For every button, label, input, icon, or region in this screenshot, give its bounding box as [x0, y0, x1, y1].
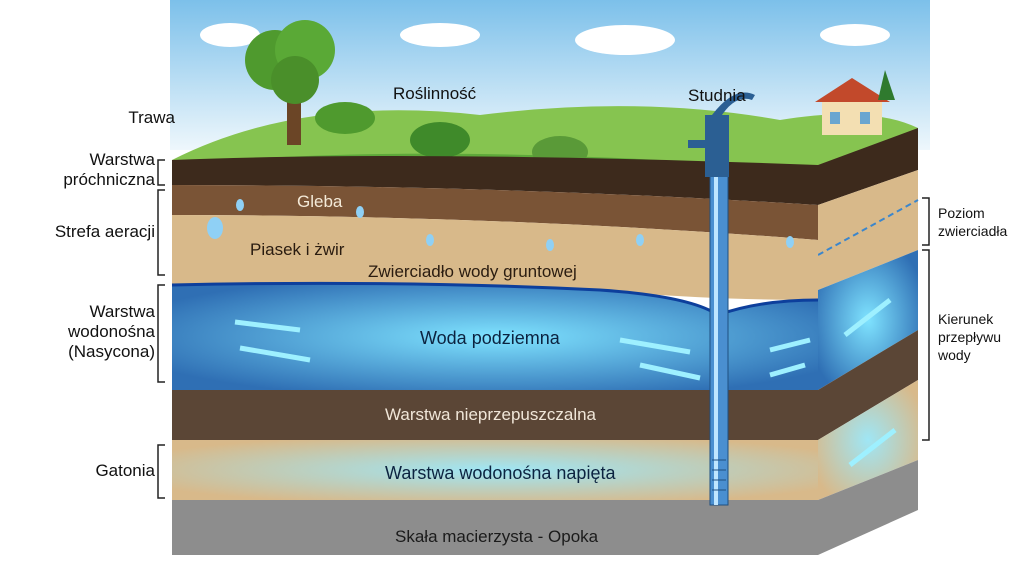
water-table-line [171, 281, 819, 317]
flow-arrow-icons [234, 298, 897, 467]
well-pipe [709, 174, 729, 506]
layer-impermeable: Warstwa nieprzepuszczalna [385, 405, 597, 424]
humus-layer [172, 156, 818, 205]
water-level-line [817, 199, 919, 256]
label-aeration: Strefa aeracji [54, 222, 155, 241]
label-brackets [157, 159, 930, 499]
layer-water-table: Zwierciadło wody gruntowej [368, 262, 577, 281]
aquifer-layer [172, 283, 818, 390]
side-face [817, 128, 919, 555]
layer-sand: Piasek i żwir [250, 240, 345, 259]
label-vegetation: Roślinność [393, 84, 477, 103]
confined-layer [172, 440, 818, 500]
label-humus: Warstwa próchniczna [63, 150, 155, 189]
impermeable-layer [172, 390, 818, 440]
house-icon [815, 78, 890, 135]
water-droplet-icons [207, 199, 794, 251]
layer-bedrock: Skała macierzysta - Opoka [395, 527, 599, 546]
label-well: Studnia [688, 86, 746, 105]
bedrock-layer [172, 500, 818, 555]
label-aquifer: Warstwa wodonośna (Nasycona) [68, 302, 155, 361]
sand-layer [172, 215, 818, 300]
tree-icon [245, 20, 335, 145]
layer-groundwater: Woda podziemna [420, 328, 560, 348]
label-flow-direction: Kierunek przepływu wody [938, 311, 1002, 363]
layer-soil: Gleba [297, 192, 343, 211]
soil-layer [172, 185, 818, 240]
clouds [200, 23, 890, 55]
pine-tree-icon [878, 70, 895, 100]
hand-pump-icon [688, 92, 755, 177]
label-gatonia: Gatonia [95, 461, 155, 480]
label-water-level: Poziom zwierciadła [938, 205, 1008, 239]
label-grass: Trawa [128, 108, 175, 127]
layer-confined: Warstwa wodonośna napięta [385, 463, 616, 483]
